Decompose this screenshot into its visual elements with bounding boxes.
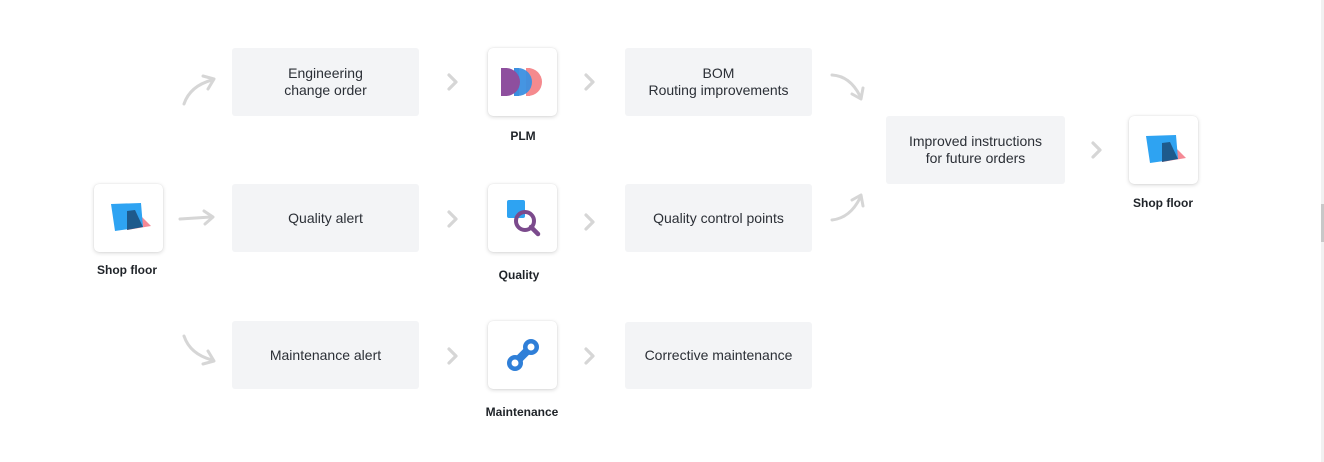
quality-control-points-box[interactable]: Quality control points <box>625 184 812 252</box>
box-line: for future orders <box>925 150 1026 166</box>
bom-routing-box[interactable]: BOM Routing improvements <box>625 48 812 116</box>
chevron-right-icon <box>447 73 458 91</box>
quality-app-tile[interactable] <box>488 184 557 252</box>
box-line: Engineering <box>288 65 363 81</box>
maintenance-icon <box>506 339 539 371</box>
engineering-change-order-box[interactable]: Engineering change order <box>232 48 419 116</box>
plm-caption: PLM <box>510 129 536 143</box>
chevron-right-icon <box>584 213 595 231</box>
shop-floor-source-caption: Shop floor <box>97 263 157 277</box>
chevron-right-icon <box>584 347 595 365</box>
maintenance-app-tile[interactable] <box>488 321 557 389</box>
shop-floor-source-tile[interactable] <box>94 184 163 252</box>
quality-caption: Quality <box>498 268 540 282</box>
maintenance-caption: Maintenance <box>485 405 559 419</box>
chevron-right-icon <box>584 73 595 91</box>
improved-instructions-box[interactable]: Improved instructions for future orders <box>886 116 1065 184</box>
corrective-maintenance-box[interactable]: Corrective maintenance <box>625 322 812 389</box>
box-line: Improved instructions <box>908 133 1043 149</box>
chevron-right-icon <box>1091 141 1102 159</box>
arrow-bom-to-outcome <box>830 73 865 101</box>
plm-icon <box>500 68 542 96</box>
arrow-to-maintenance-alert <box>182 334 216 366</box>
shop-floor-icon <box>110 203 151 231</box>
box-line: BOM <box>702 65 735 81</box>
shop-floor-target-tile[interactable] <box>1129 116 1198 184</box>
box-line: Quality control points <box>653 209 784 226</box>
box-line: change order <box>284 82 367 98</box>
shop-floor-target-caption: Shop floor <box>1133 196 1193 210</box>
maintenance-alert-box[interactable]: Maintenance alert <box>232 321 419 389</box>
box-line: Corrective maintenance <box>644 347 793 363</box>
box-line: Quality alert <box>288 209 363 226</box>
chevron-right-icon <box>447 347 458 365</box>
arrow-to-quality-alert <box>178 209 215 226</box>
chevron-right-icon <box>447 210 458 228</box>
quality-alert-box[interactable]: Quality alert <box>232 184 419 252</box>
quality-icon <box>506 200 540 237</box>
arrow-qcp-to-outcome <box>830 193 865 222</box>
plm-app-tile[interactable] <box>488 48 557 116</box>
arrow-to-eco <box>182 74 216 106</box>
shop-floor-icon <box>1145 135 1186 163</box>
box-line: Routing improvements <box>648 82 789 98</box>
scrollbar-thumb[interactable] <box>1321 204 1324 242</box>
box-line: Maintenance alert <box>269 346 382 363</box>
